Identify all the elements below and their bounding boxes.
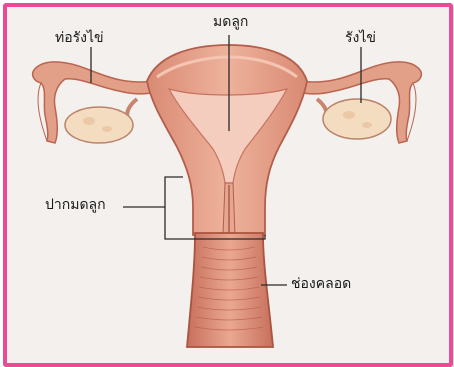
female-reproductive-anatomy-illustration <box>7 7 449 363</box>
label-cervix: ปากมดลูก <box>45 198 106 212</box>
left-ovary <box>65 107 133 143</box>
diagram-frame: ท่อรังไข่ มดลูก รังไข่ ปากมดลูก ช่องคลอด <box>3 3 453 367</box>
label-uterus: มดลูก <box>213 15 248 29</box>
label-fallopian-tube: ท่อรังไข่ <box>55 31 104 45</box>
label-ovary: รังไข่ <box>345 31 376 45</box>
label-vagina: ช่องคลอด <box>291 277 351 291</box>
right-ovary <box>323 99 391 139</box>
